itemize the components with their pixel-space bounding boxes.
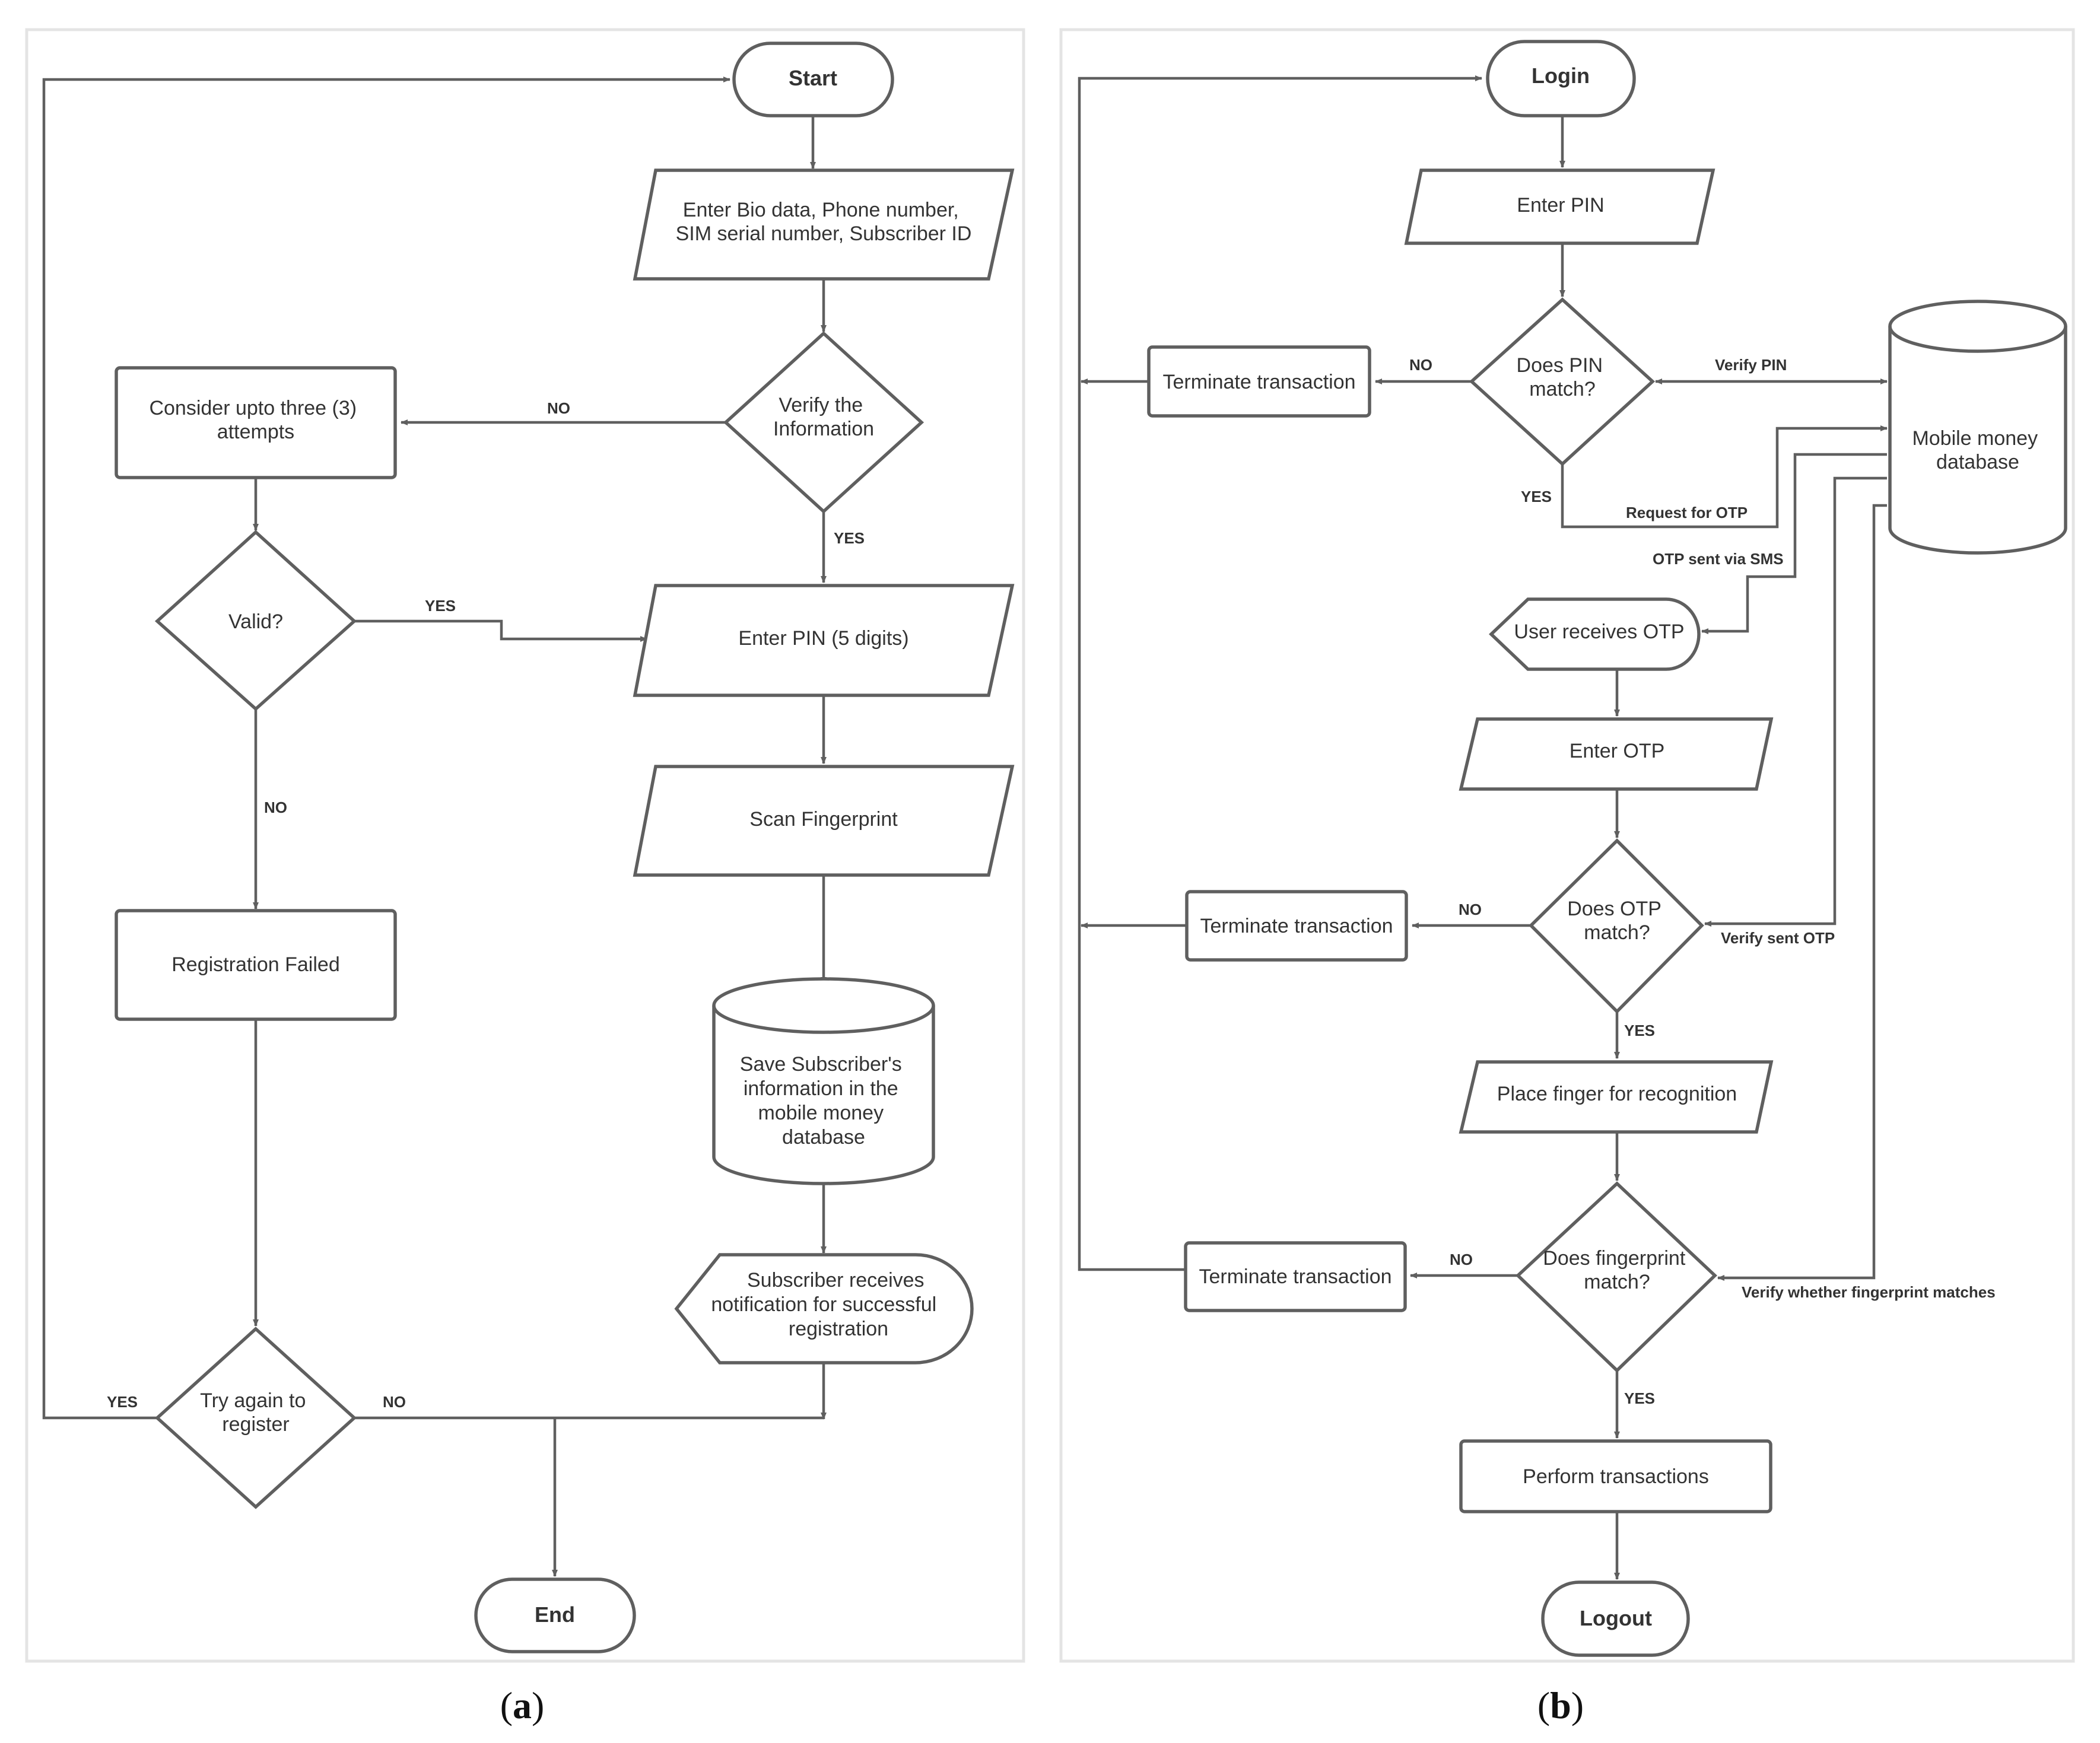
registration-failed-node: Registration Failed <box>115 909 397 1021</box>
save-database-label: Save Subscriber's information in the mob… <box>740 1053 907 1149</box>
notification-label: Subscriber receives notification for suc… <box>711 1269 942 1340</box>
label-verify-sent-otp: Verify sent OTP <box>1721 929 1835 947</box>
try-again-label: Try again to register <box>200 1389 312 1436</box>
label-verify-yes: YES <box>834 529 865 547</box>
place-finger-node: Place finger for recognition <box>1459 1060 1774 1134</box>
perform-transactions-node: Perform transactions <box>1459 1439 1772 1513</box>
otp-match-decision: Does OTP match? <box>1529 838 1704 1014</box>
terminate-transaction-1-label: Terminate transaction <box>1162 371 1355 393</box>
mobile-money-database-node: Mobile money database <box>1888 300 2067 555</box>
label-try-yes: YES <box>107 1393 138 1411</box>
enter-otp-label: Enter OTP <box>1570 740 1665 762</box>
edge-otp-sent <box>1701 453 1887 634</box>
caption-a: (a) <box>500 1684 545 1726</box>
enter-bio-node: Enter Bio data, Phone number, SIM serial… <box>633 168 1015 281</box>
edge-terminate3-loop <box>1078 75 1482 1271</box>
mobile-money-database-label: Mobile money database <box>1912 427 2043 473</box>
panel-b-edges <box>1078 75 1888 1580</box>
panel-b: NO Verify PIN YES Request for OTP OTP se… <box>1059 28 2075 1663</box>
panel-a-edges <box>42 77 827 1577</box>
otp-match-label: Does OTP match? <box>1567 898 1667 944</box>
scan-fingerprint-node: Scan Fingerprint <box>633 765 1015 877</box>
label-valid-no: NO <box>264 799 287 816</box>
enter-pin-b-node: Enter PIN <box>1404 168 1715 245</box>
user-receives-otp-node: User receives OTP <box>1489 597 1701 671</box>
label-request-otp: Request for OTP <box>1626 504 1748 521</box>
label-fp-yes: YES <box>1624 1389 1655 1407</box>
place-finger-label: Place finger for recognition <box>1497 1083 1737 1105</box>
label-verify-pin: Verify PIN <box>1715 356 1787 374</box>
enter-bio-label: Enter Bio data, Phone number, SIM serial… <box>676 199 972 245</box>
panel-a: NO YES YES NO YES NO Start Enter Bio dat… <box>25 28 1025 1663</box>
terminate-transaction-2-node: Terminate transaction <box>1185 890 1408 962</box>
consider-attempts-label: Consider upto three (3) attempts <box>149 397 362 443</box>
valid-label: Valid? <box>228 610 283 633</box>
label-pin-no: NO <box>1409 356 1432 374</box>
edge-try-yes-loop <box>42 77 730 1420</box>
label-fp-no: NO <box>1450 1251 1473 1268</box>
panel-b-frame <box>1059 28 2075 1663</box>
label-otp-sent: OTP sent via SMS <box>1653 550 1784 568</box>
verify-info-label: Verify the Information <box>773 394 874 440</box>
terminate-transaction-3-label: Terminate transaction <box>1199 1265 1391 1288</box>
fingerprint-match-label: Does fingerprint match? <box>1543 1247 1691 1293</box>
label-valid-yes: YES <box>425 597 456 615</box>
user-receives-otp-label: User receives OTP <box>1514 621 1684 643</box>
enter-pin-label: Enter PIN (5 digits) <box>738 627 908 650</box>
label-verify-fingerprint: Verify whether fingerprint matches <box>1742 1283 1996 1301</box>
end-label: End <box>535 1602 575 1627</box>
verify-info-decision: Verify the Information <box>723 331 924 514</box>
enter-otp-node: Enter OTP <box>1459 717 1774 791</box>
edge-request-otp <box>1561 425 1888 529</box>
terminate-transaction-3-node: Terminate transaction <box>1184 1241 1407 1312</box>
scan-fingerprint-label: Scan Fingerprint <box>749 808 898 831</box>
fingerprint-match-decision: Does fingerprint match? <box>1515 1181 1717 1373</box>
start-node: Start <box>732 42 894 117</box>
terminate-transaction-1-node: Terminate transaction <box>1147 345 1371 418</box>
logout-label: Logout <box>1580 1606 1652 1630</box>
registration-failed-label: Registration Failed <box>171 953 339 976</box>
terminate-transaction-2-label: Terminate transaction <box>1200 915 1393 937</box>
save-database-node: Save Subscriber's information in the mob… <box>712 977 935 1185</box>
pin-match-decision: Does PIN match? <box>1469 297 1656 466</box>
label-verify-no: NO <box>547 399 570 417</box>
consider-attempts-node: Consider upto three (3) attempts <box>115 366 397 479</box>
perform-transactions-label: Perform transactions <box>1523 1465 1709 1488</box>
login-node: Login <box>1486 40 1636 117</box>
enter-pin-node: Enter PIN (5 digits) <box>633 584 1015 697</box>
edge-valid-yes <box>354 619 647 642</box>
logout-node: Logout <box>1541 1580 1690 1657</box>
label-try-no: NO <box>383 1393 406 1411</box>
edge-verify-fingerprint <box>1717 504 1887 1281</box>
pin-match-label: Does PIN match? <box>1517 354 1609 400</box>
start-label: Start <box>789 66 837 90</box>
notification-node: Subscriber receives notification for suc… <box>674 1253 974 1364</box>
enter-pin-b-label: Enter PIN <box>1517 194 1604 217</box>
label-otp-no: NO <box>1459 901 1482 918</box>
label-otp-yes: YES <box>1624 1022 1655 1039</box>
try-again-decision: Try again to register <box>154 1327 357 1509</box>
end-node: End <box>474 1577 636 1653</box>
login-label: Login <box>1532 63 1590 88</box>
label-pin-yes: YES <box>1521 488 1552 505</box>
caption-b: (b) <box>1537 1684 1584 1726</box>
valid-decision: Valid? <box>154 530 357 711</box>
edge-verify-sent-otp <box>1704 476 1887 927</box>
